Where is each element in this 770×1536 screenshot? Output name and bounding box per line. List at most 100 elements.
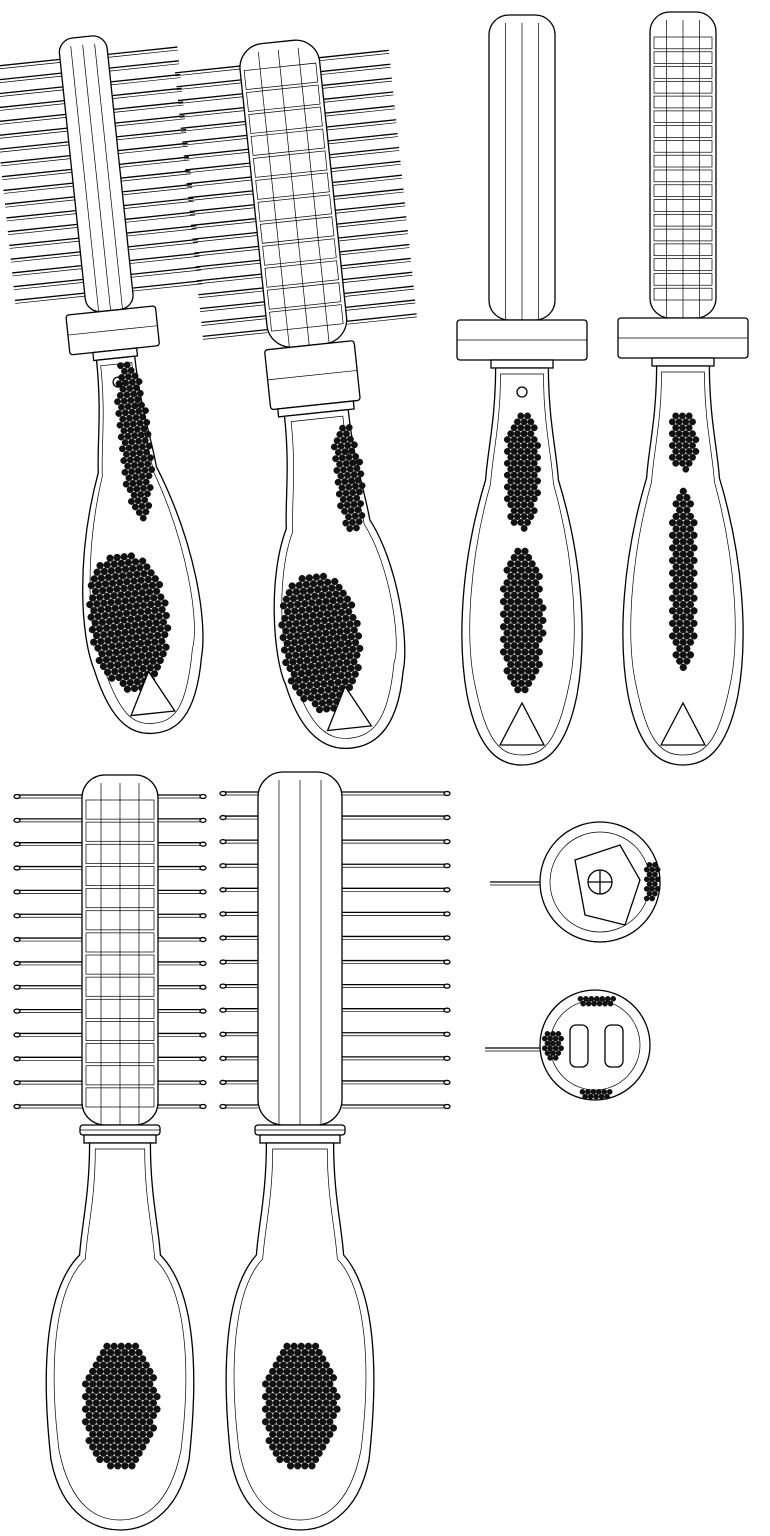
pin-tip	[444, 1080, 450, 1084]
grip-dot	[511, 460, 517, 466]
grip-dot	[529, 598, 536, 605]
grip-dot	[525, 567, 532, 574]
grip-dot	[548, 1055, 553, 1060]
pin	[334, 189, 404, 196]
grip-dot	[518, 592, 525, 599]
grip-dot	[118, 1393, 125, 1400]
grip-dot	[683, 633, 690, 640]
grip-dot	[330, 1412, 337, 1419]
grip-dot	[536, 598, 543, 605]
grip-dot	[673, 614, 680, 621]
pin	[329, 147, 399, 154]
grip-dot	[680, 651, 687, 658]
grip-dot	[508, 442, 514, 448]
grip-dot	[508, 513, 514, 519]
pins-left	[14, 795, 82, 1109]
grip-dot	[529, 611, 536, 618]
grip-dot	[107, 1387, 114, 1394]
grip-dot	[301, 1425, 308, 1432]
grip-dot	[96, 1431, 103, 1438]
grip-dot	[550, 1031, 555, 1036]
grip-dot	[129, 1425, 136, 1432]
grip-dot	[136, 1450, 143, 1457]
grip-dot	[298, 1393, 305, 1400]
grip-dot	[531, 507, 537, 513]
grip-dot	[89, 1444, 96, 1451]
grip-dot	[316, 1387, 323, 1394]
grip-dot	[298, 1368, 305, 1375]
pin	[328, 134, 398, 141]
grip-dot	[294, 1349, 301, 1356]
grip-dot	[687, 538, 694, 545]
grip-dot	[559, 1036, 564, 1041]
grip-dot	[118, 1381, 125, 1388]
grip-dot	[529, 586, 536, 593]
grip-dot	[273, 1362, 280, 1369]
grip-dot	[536, 636, 543, 643]
grip-dot	[691, 557, 698, 564]
grip-dot	[518, 579, 525, 586]
pin-tip	[444, 1008, 450, 1012]
grip-dot	[136, 1400, 143, 1407]
grip-dot	[522, 649, 529, 656]
grip-dot	[655, 877, 660, 882]
grip-dot	[305, 1431, 312, 1438]
grip-dot	[687, 513, 694, 520]
grip-dot	[586, 1001, 591, 1006]
pin-tip	[444, 912, 450, 916]
grip-dot	[522, 598, 529, 605]
grip-dot	[689, 454, 695, 460]
grip-dot	[136, 1349, 143, 1356]
grip-dot	[504, 484, 510, 490]
grip-dot	[680, 513, 687, 520]
grip-dot	[100, 1374, 107, 1381]
grip-dot	[319, 1381, 326, 1388]
grip-dot	[298, 1444, 305, 1451]
grip-dot	[524, 448, 530, 454]
grip-dot	[680, 639, 687, 646]
grip-dot	[154, 1393, 161, 1400]
grip-dot	[514, 466, 520, 472]
grip-dot	[96, 1381, 103, 1388]
pin-tip	[14, 961, 20, 965]
pin-tip	[200, 938, 206, 942]
grip-dot	[96, 1355, 103, 1362]
grip-dot	[280, 1349, 287, 1356]
pin-tip	[14, 938, 20, 942]
pin	[193, 232, 258, 239]
grip-dot	[518, 425, 524, 431]
grip-dot	[139, 1444, 146, 1451]
grip-dot	[676, 494, 683, 501]
grip-dot	[683, 557, 690, 564]
pin-tip	[220, 1105, 226, 1109]
grip-dot	[585, 1089, 590, 1094]
grip-dot	[553, 1046, 558, 1051]
grip-dot	[111, 1393, 118, 1400]
grip-dot	[118, 1456, 125, 1463]
grip-dot	[291, 1381, 298, 1388]
grip-dot	[511, 605, 518, 612]
grip-dot	[287, 1437, 294, 1444]
grip-dot	[539, 630, 546, 637]
pin-tip	[444, 792, 450, 796]
grip-dot	[294, 1450, 301, 1457]
grip-dot	[518, 448, 524, 454]
grip-dot	[266, 1437, 273, 1444]
grip-dot	[269, 1406, 276, 1413]
grip-dot	[111, 1343, 118, 1350]
grip-dot	[309, 1362, 316, 1369]
grip-dot	[507, 560, 514, 567]
grip-dot	[691, 607, 698, 614]
grip-dot	[686, 436, 692, 442]
grip-dot	[507, 586, 514, 593]
pin-tip	[14, 795, 20, 799]
grip-dot	[528, 454, 534, 460]
grip-dot	[100, 1349, 107, 1356]
grip-dot	[125, 1343, 132, 1350]
grip-dot	[269, 1431, 276, 1438]
grip-dot	[518, 472, 524, 478]
pin-tip	[220, 1032, 226, 1036]
grip-dot	[522, 661, 529, 668]
grip-dot	[511, 507, 517, 513]
grip-dot	[273, 1400, 280, 1407]
